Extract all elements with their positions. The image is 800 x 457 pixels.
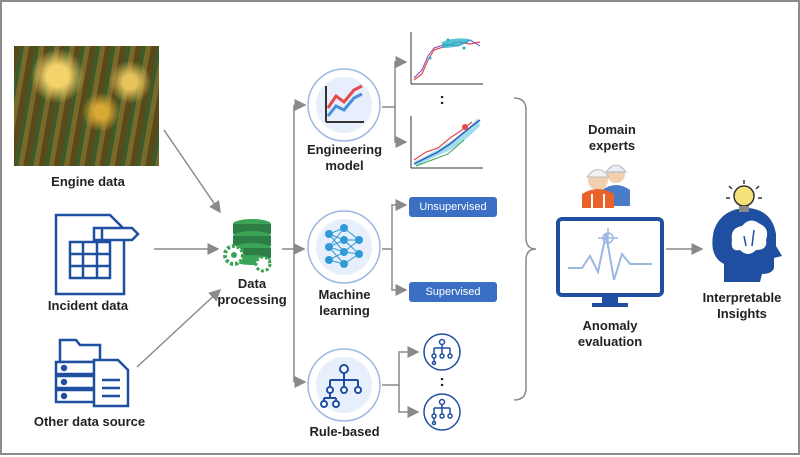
arrow-ml-to-sup (391, 249, 408, 296)
data-source-icon (54, 338, 130, 408)
data-processing-icon (223, 219, 272, 273)
engine-room-photo (14, 46, 159, 166)
domain-experts-label: Domain experts (588, 122, 636, 153)
anomaly-monitor-icon (556, 217, 664, 307)
merge-bracket (513, 97, 537, 401)
data-processing-label: Data processing (217, 276, 287, 307)
arrow-rule-to-tree1 (382, 346, 420, 386)
incident-data-label: Incident data (47, 298, 129, 313)
arrow-engine-to-processing (163, 129, 221, 214)
small-tree-icon (423, 393, 461, 431)
arrow-eng-to-plot1 (382, 56, 408, 108)
anomaly-evaluation-label: Anomaly evaluation (577, 318, 643, 349)
interpretable-insights-label: Interpretable Insights (702, 290, 782, 321)
trend-plot-1 (407, 30, 485, 88)
arrow-other-to-processing (136, 288, 222, 368)
arrow-eng-to-plot2 (394, 107, 408, 148)
trend-plot-2 (407, 114, 485, 172)
rule-based-label: Rule-based (309, 424, 380, 439)
insights-head-icon (712, 180, 782, 282)
domain-experts-icon (582, 164, 630, 208)
machine-learning-label: Machine learning (318, 287, 371, 318)
small-tree-icon (423, 333, 461, 371)
ellipsis-engineering: : (439, 91, 445, 108)
arrow-ml-to-unsup (382, 199, 408, 250)
unsupervised-badge: Unsupervised (409, 197, 497, 217)
other-data-source-label: Other data source (33, 414, 146, 429)
arrow-rule-to-tree2 (398, 385, 420, 418)
engineering-chart-icon (307, 68, 381, 142)
ellipsis-rule: : (439, 373, 445, 390)
engineering-model-label: Engineering model (306, 142, 383, 173)
incident-document-icon (54, 213, 140, 296)
engine-data-label: Engine data (51, 174, 125, 189)
neural-network-icon (307, 210, 381, 284)
rule-tree-icon (307, 348, 381, 422)
supervised-badge: Supervised (409, 282, 497, 302)
connector-lines (136, 56, 704, 418)
